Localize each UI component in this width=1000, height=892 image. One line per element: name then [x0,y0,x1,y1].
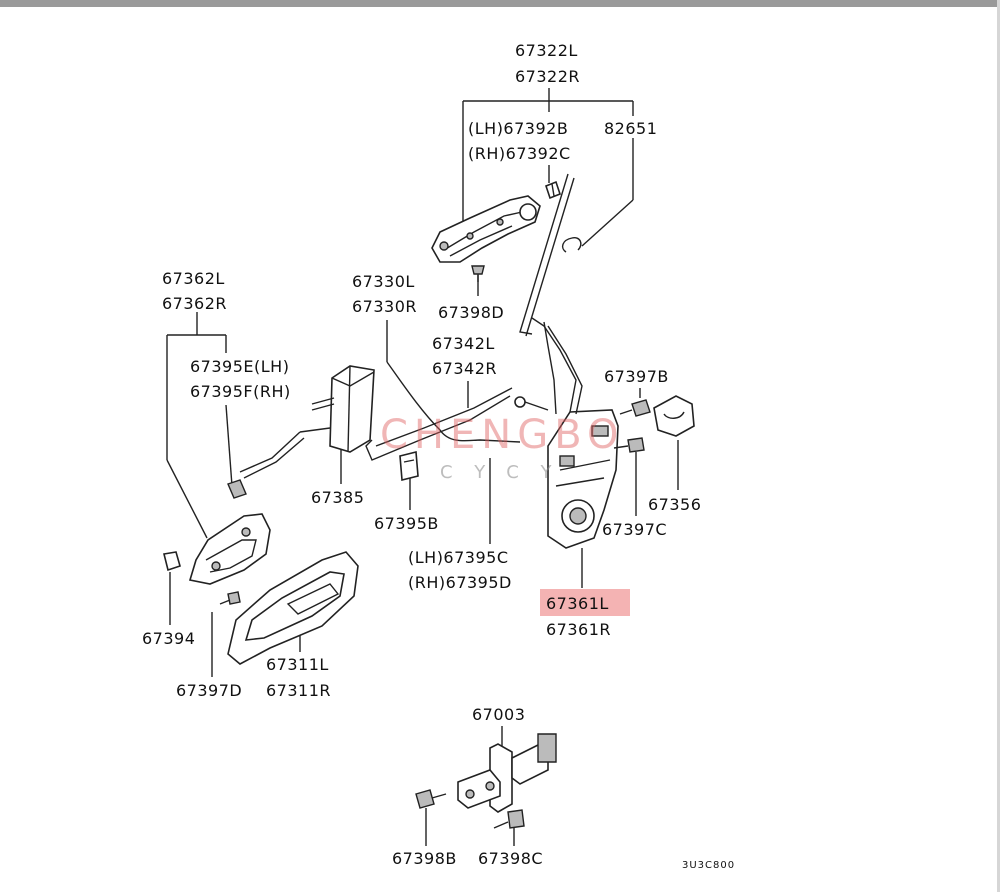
screw-67398d-drawing [471,265,485,282]
label-67394: 67394 [142,629,195,648]
label-67362r: 67362R [162,294,227,313]
leader-lines [166,88,679,846]
screw-67397b-drawing [619,399,651,417]
clip-82651-drawing [561,236,582,253]
label-67397c: 67397C [602,520,667,539]
diagram-code: 3U3C800 [682,860,735,871]
outer-handle-drawing [431,195,541,263]
clip-67392-drawing [545,180,561,200]
label-67356: 67356 [648,495,701,514]
label-82651: 82651 [604,119,657,138]
label-67398c: 67398C [478,849,543,868]
bolt-67398b-drawing [415,789,447,809]
inner-rod-67330-drawing [239,361,521,479]
label-67342l: 67342L [432,334,495,353]
label-67397d: 67397D [176,681,242,700]
bolt-67398c-drawing [493,809,525,829]
label-67395f: 67395F(RH) [190,382,291,401]
link-rod-handle [519,173,575,337]
label-67330r: 67330R [352,297,417,316]
striker-67356-drawing [653,395,695,437]
label-67362l: 67362L [162,269,225,288]
screw-67397c-drawing [613,437,645,453]
label-67311r: 67311R [266,681,331,700]
label-67392b: (LH)67392B [468,119,568,138]
window-top-border [0,0,1000,7]
label-67398b: 67398B [392,849,457,868]
label-67322r: 67322R [515,67,580,86]
watermark-subtext: CYCY [440,462,574,483]
label-67361r: 67361R [546,620,611,639]
label-67395d: (RH)67395D [408,573,512,592]
bezel-67311-drawing [227,551,359,665]
window-right-border [997,0,1000,892]
highlight-67361l [540,589,630,616]
label-67361l: 67361L [546,594,609,613]
label-67398d: 67398D [438,303,504,322]
clip-67395ef-drawing [227,479,247,499]
inner-handle-67362-drawing [188,513,271,585]
label-67342r: 67342R [432,359,497,378]
label-67397b: 67397B [604,367,669,386]
label-67330l: 67330L [352,272,415,291]
bracket-67395b-drawing [399,450,419,482]
label-67322l: 67322L [515,41,578,60]
label-67395e: 67395E(LH) [190,357,289,376]
door-check-67003-drawing [457,733,557,813]
label-67395c: (LH)67395C [408,548,509,567]
door-latch-67361-drawing [514,317,619,549]
label-67311l: 67311L [266,655,329,674]
watermark-text: CHENGBO [380,412,624,458]
label-67003: 67003 [472,705,525,724]
screw-67397d-drawing [219,591,241,605]
label-67395b: 67395B [374,514,439,533]
label-67385: 67385 [311,488,364,507]
label-67392c: (RH)67392C [468,144,571,163]
cap-67394-drawing [163,551,181,572]
